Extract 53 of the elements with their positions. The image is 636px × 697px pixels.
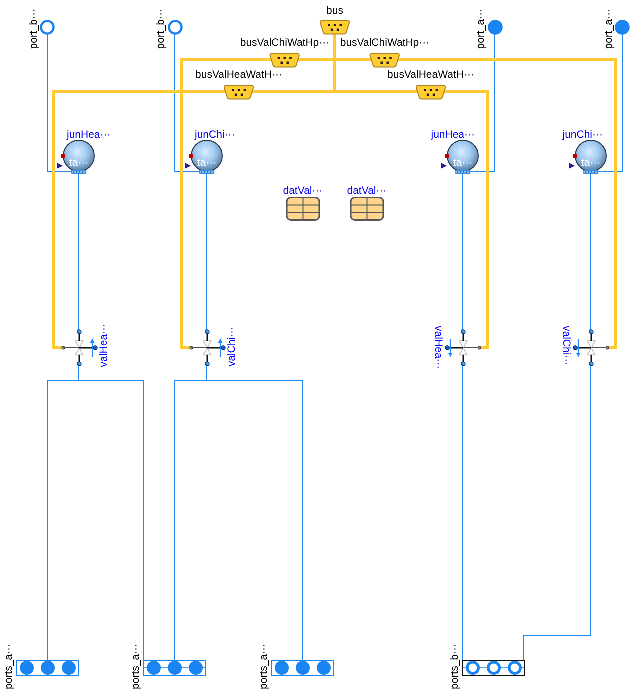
component-name: datVal··· <box>283 185 323 197</box>
connection-line <box>443 90 490 350</box>
component-name: busValHeaWatH··· <box>388 69 474 81</box>
connection-line <box>334 34 336 62</box>
connection-line <box>251 90 336 94</box>
connection-line <box>462 174 464 330</box>
component-name: ports_a··· <box>258 644 270 690</box>
parameter-label: ta··· <box>69 157 89 169</box>
connection-line <box>334 58 373 62</box>
component-name: valChi··· <box>226 327 238 367</box>
component-name: busValHeaWatH··· <box>196 69 282 81</box>
component-name: port_b··· <box>155 8 167 49</box>
parameter-label: ta··· <box>197 157 217 169</box>
connection-line <box>397 58 618 350</box>
component-name: ports_b··· <box>449 644 461 690</box>
component-name: valHea··· <box>432 326 444 370</box>
connection-line <box>206 366 208 382</box>
connection-line <box>78 380 144 660</box>
component-name: busValChiWatHp··· <box>340 37 430 49</box>
component-name: junHea··· <box>67 129 111 141</box>
component-name: port_a··· <box>602 8 614 49</box>
connection-line <box>334 90 419 94</box>
connection-line <box>598 34 623 172</box>
parameter-label: ta··· <box>453 157 473 169</box>
connection-line <box>180 58 273 350</box>
connection-line <box>334 58 336 94</box>
connection-line <box>78 366 80 382</box>
connection-line <box>524 366 592 660</box>
component-name: ports_a··· <box>130 644 142 690</box>
component-name: junHea··· <box>431 129 475 141</box>
component-name: junChi··· <box>562 129 603 141</box>
connection-line <box>48 380 80 660</box>
component-name: ports_a··· <box>3 644 15 690</box>
component-name: bus <box>326 5 344 17</box>
connection-line <box>47 34 72 172</box>
connection-line <box>78 174 80 330</box>
component-name: valChi··· <box>560 326 572 366</box>
connection-line <box>470 34 496 172</box>
connection-line <box>590 174 592 330</box>
parameter-label: ta··· <box>581 157 601 169</box>
component-name: port_b··· <box>28 8 40 49</box>
component-name: junChi··· <box>195 129 236 141</box>
connection-line <box>174 34 200 172</box>
connection-line <box>206 174 208 330</box>
component-name: datVal··· <box>347 185 387 197</box>
connection-line <box>52 90 227 350</box>
connection-line <box>297 58 336 62</box>
connection-line <box>206 380 304 660</box>
component-name: valHea··· <box>98 324 110 367</box>
connection-line <box>174 380 208 660</box>
connection-line <box>462 366 464 660</box>
component-name: busValChiWatHp··· <box>240 37 330 49</box>
component-name: port_a··· <box>475 8 487 49</box>
